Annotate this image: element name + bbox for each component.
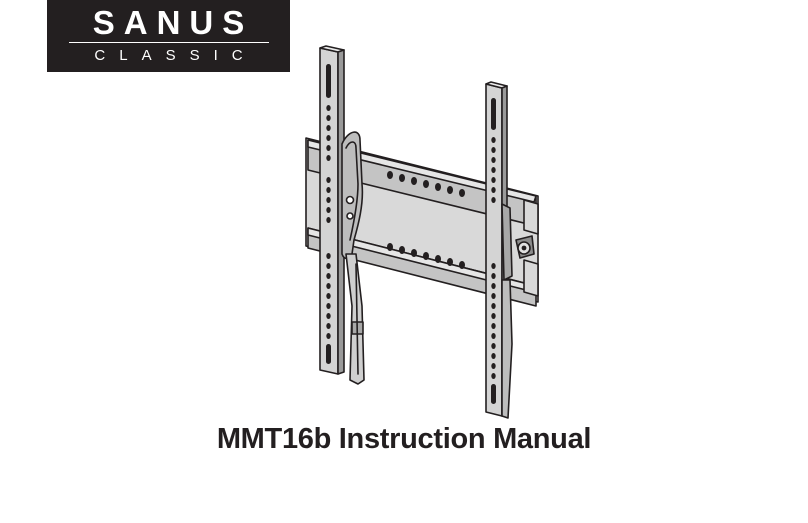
left-safety-strap bbox=[346, 254, 364, 384]
logo-trademark: ™ bbox=[311, 11, 317, 17]
logo-subline-text: CLASSIC bbox=[47, 47, 290, 65]
logo-divider bbox=[69, 42, 269, 43]
page-title: MMT16b Instruction Manual bbox=[0, 419, 808, 459]
tilt-knob-icon bbox=[516, 236, 534, 258]
logo-brand-text: SANUS bbox=[47, 5, 290, 41]
right-safety-strap bbox=[502, 280, 512, 418]
brand-logo: SANUS ™ CLASSIC bbox=[47, 0, 290, 72]
right-hinge-plate bbox=[502, 204, 512, 280]
wall-mount-illustration bbox=[298, 44, 548, 420]
